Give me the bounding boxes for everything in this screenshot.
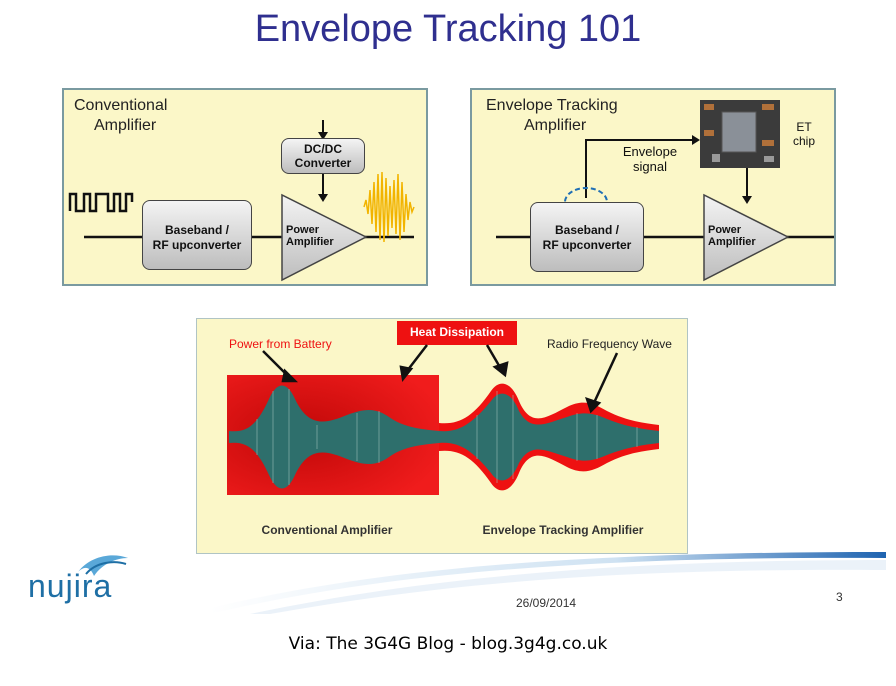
radio-frequency-wave-label: Radio Frequency Wave <box>547 337 672 351</box>
panel-title: Envelope Tracking Amplifier <box>486 96 618 136</box>
label-line: ET <box>796 120 812 134</box>
baseband-rf-upconverter-box: Baseband / RF upconverter <box>142 200 252 270</box>
waveform-comparison <box>227 321 659 495</box>
panel-title-line2: Amplifier <box>524 117 587 134</box>
arrow-line <box>406 344 428 372</box>
label-line: chip <box>792 134 815 148</box>
panel-title-line1: Envelope Tracking <box>486 97 618 114</box>
nujira-logo: nujira <box>20 550 144 612</box>
power-amplifier-label: Power Amplifier <box>708 224 756 248</box>
label-line: signal <box>633 159 667 174</box>
arrow-line <box>591 352 619 406</box>
page-number: 3 <box>836 590 843 604</box>
et-amplifier-caption: Envelope Tracking Amplifier <box>482 523 644 537</box>
envelope-signal-line <box>585 139 694 198</box>
et-diagram <box>496 100 834 282</box>
arrow-down-icon <box>742 196 752 204</box>
et-chip-icon <box>700 100 780 168</box>
amp-label-line: Amplifier <box>708 236 756 248</box>
dcdc-converter-box: DC/DC Converter <box>281 138 365 174</box>
box-label: RF upconverter <box>542 238 632 252</box>
rf-wave-texture <box>256 389 638 485</box>
power-amplifier-shape <box>703 193 790 282</box>
arrow-down-icon <box>318 132 328 140</box>
box-label: Baseband / <box>554 223 620 237</box>
footer-swoosh-band <box>210 552 886 614</box>
amp-label-line: Power <box>286 224 320 236</box>
conventional-amplifier-caption: Conventional Amplifier <box>261 523 393 537</box>
power-amplifier-label: Power Amplifier <box>286 224 334 248</box>
rf-wave <box>229 385 659 489</box>
footer-date: 26/09/2014 <box>516 596 577 610</box>
panel-title-line1: Conventional <box>74 97 168 114</box>
box-label: DC/DC <box>304 142 342 156</box>
heat-label-box <box>397 321 517 345</box>
logo-text: nujira <box>28 568 113 604</box>
et-chip-label: ET chip <box>784 120 824 148</box>
slide-title: Envelope Tracking 101 <box>254 8 642 50</box>
box-label: Baseband / <box>164 223 230 237</box>
panel-title-line2: Amplifier <box>94 117 157 134</box>
box-label: RF upconverter <box>152 238 242 252</box>
arrow-right-icon <box>692 135 700 145</box>
rf-output-wave-icon <box>363 171 415 243</box>
amp-label-line: Power <box>708 224 742 236</box>
baseband-rf-upconverter-box: Baseband / RF upconverter <box>530 202 644 272</box>
logo-swoosh-icon <box>78 555 128 576</box>
arrow-down-icon <box>318 194 328 202</box>
power-amplifier-shape <box>281 193 368 282</box>
panel-title: Conventional Amplifier <box>74 96 167 136</box>
arrow-head-icon <box>281 368 299 383</box>
arrow-head-icon <box>399 365 414 382</box>
arrow-head-icon <box>585 397 602 414</box>
amp-label-line: Amplifier <box>286 236 334 248</box>
digital-signal-icon <box>68 192 134 213</box>
callout-arrows <box>262 344 619 414</box>
box-label: Converter <box>294 156 352 170</box>
comparison-panel: Power from Battery Heat Dissipation Radi… <box>196 318 688 554</box>
source-caption: Via: The 3G4G Blog - blog.3g4g.co.uk <box>288 634 608 654</box>
conventional-diagram <box>68 120 415 282</box>
label-line: Envelope <box>622 144 678 159</box>
heat-dissipation-label: Heat Dissipation <box>409 325 505 339</box>
power-from-battery-label: Power from Battery <box>229 337 332 351</box>
envelope-tracking-panel: Envelope Tracking Amplifier <box>470 88 836 286</box>
envelope-signal-label: Envelope signal <box>610 144 690 174</box>
conventional-amplifier-panel: Conventional Amplifier Baseband / RF upc… <box>62 88 428 286</box>
arrow-head-icon <box>492 361 509 378</box>
